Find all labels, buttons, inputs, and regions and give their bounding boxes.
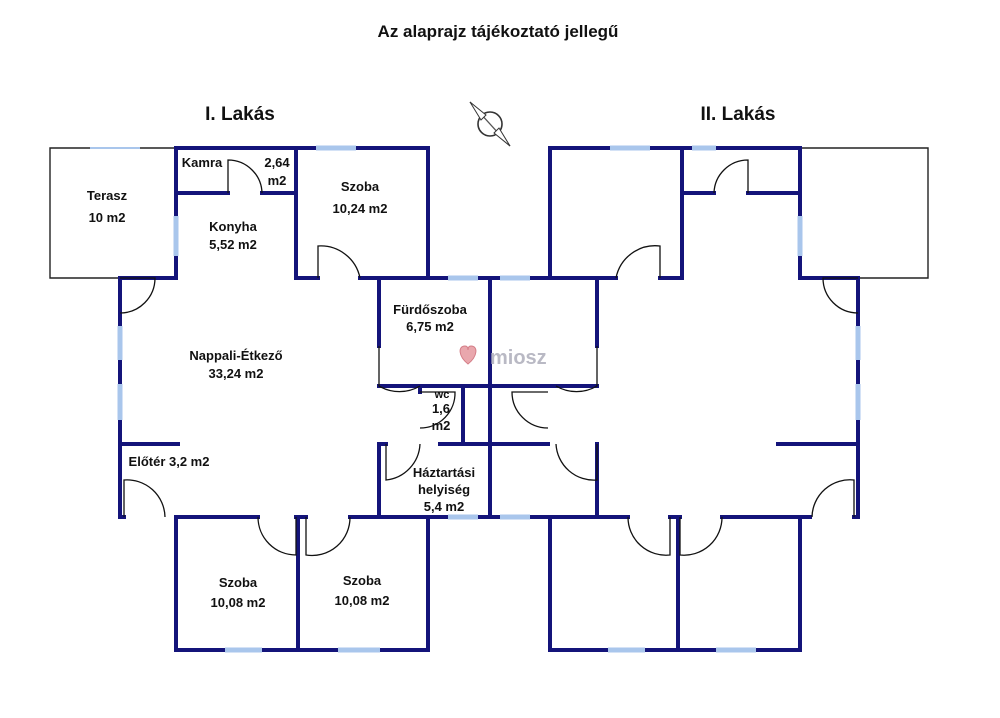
apartment-label-left: I. Lakás [205,104,275,125]
wc-name: wc [434,389,450,401]
apartment-left-windows [90,145,478,653]
heart-logo-icon [459,345,477,365]
haztartasi-name-2: helyiség [418,482,470,497]
szoba-top-area: 10,24 m2 [333,201,388,216]
szoba-br-area: 10,08 m2 [335,593,390,608]
terasz-area: 10 m2 [89,210,126,225]
apartment-label-right: II. Lakás [701,104,776,125]
compass-icon [469,101,511,147]
eloter-name: Előtér 3,2 m2 [129,454,210,469]
konyha-area: 5,52 m2 [209,237,257,252]
plan-title: Az alaprajz tájékoztató jellegű [378,22,619,41]
szoba-br-name: Szoba [343,573,382,588]
apartment-right-doors [511,159,859,556]
kamra-area-2: m2 [268,173,287,188]
haztartasi-area: 5,4 m2 [424,499,464,514]
furdo-name: Fürdőszoba [393,302,467,317]
apartment-left-doors [119,159,456,557]
wc-area-1: 1,6 [432,401,450,416]
terasz-name: Terasz [87,188,128,203]
apartment-right-windows [500,145,861,653]
szoba-top-name: Szoba [341,179,380,194]
apartment-right-walls [488,146,929,652]
nappali-area: 33,24 m2 [209,366,264,381]
watermark-text: miosz [490,347,547,369]
konyha-name: Konyha [209,219,257,234]
furdo-area: 6,75 m2 [406,319,454,334]
wc-area-2: m2 [432,418,451,433]
szoba-bl-area: 10,08 m2 [211,595,266,610]
haztartasi-name-1: Háztartási [413,465,475,480]
kamra-area-1: 2,64 [264,155,290,170]
szoba-bl-name: Szoba [219,575,258,590]
room-labels: Terasz 10 m2 Kamra 2,64 m2 Konyha 5,52 m… [87,155,475,610]
kamra-name: Kamra [182,155,223,170]
nappali-name: Nappali-Étkező [189,348,282,363]
